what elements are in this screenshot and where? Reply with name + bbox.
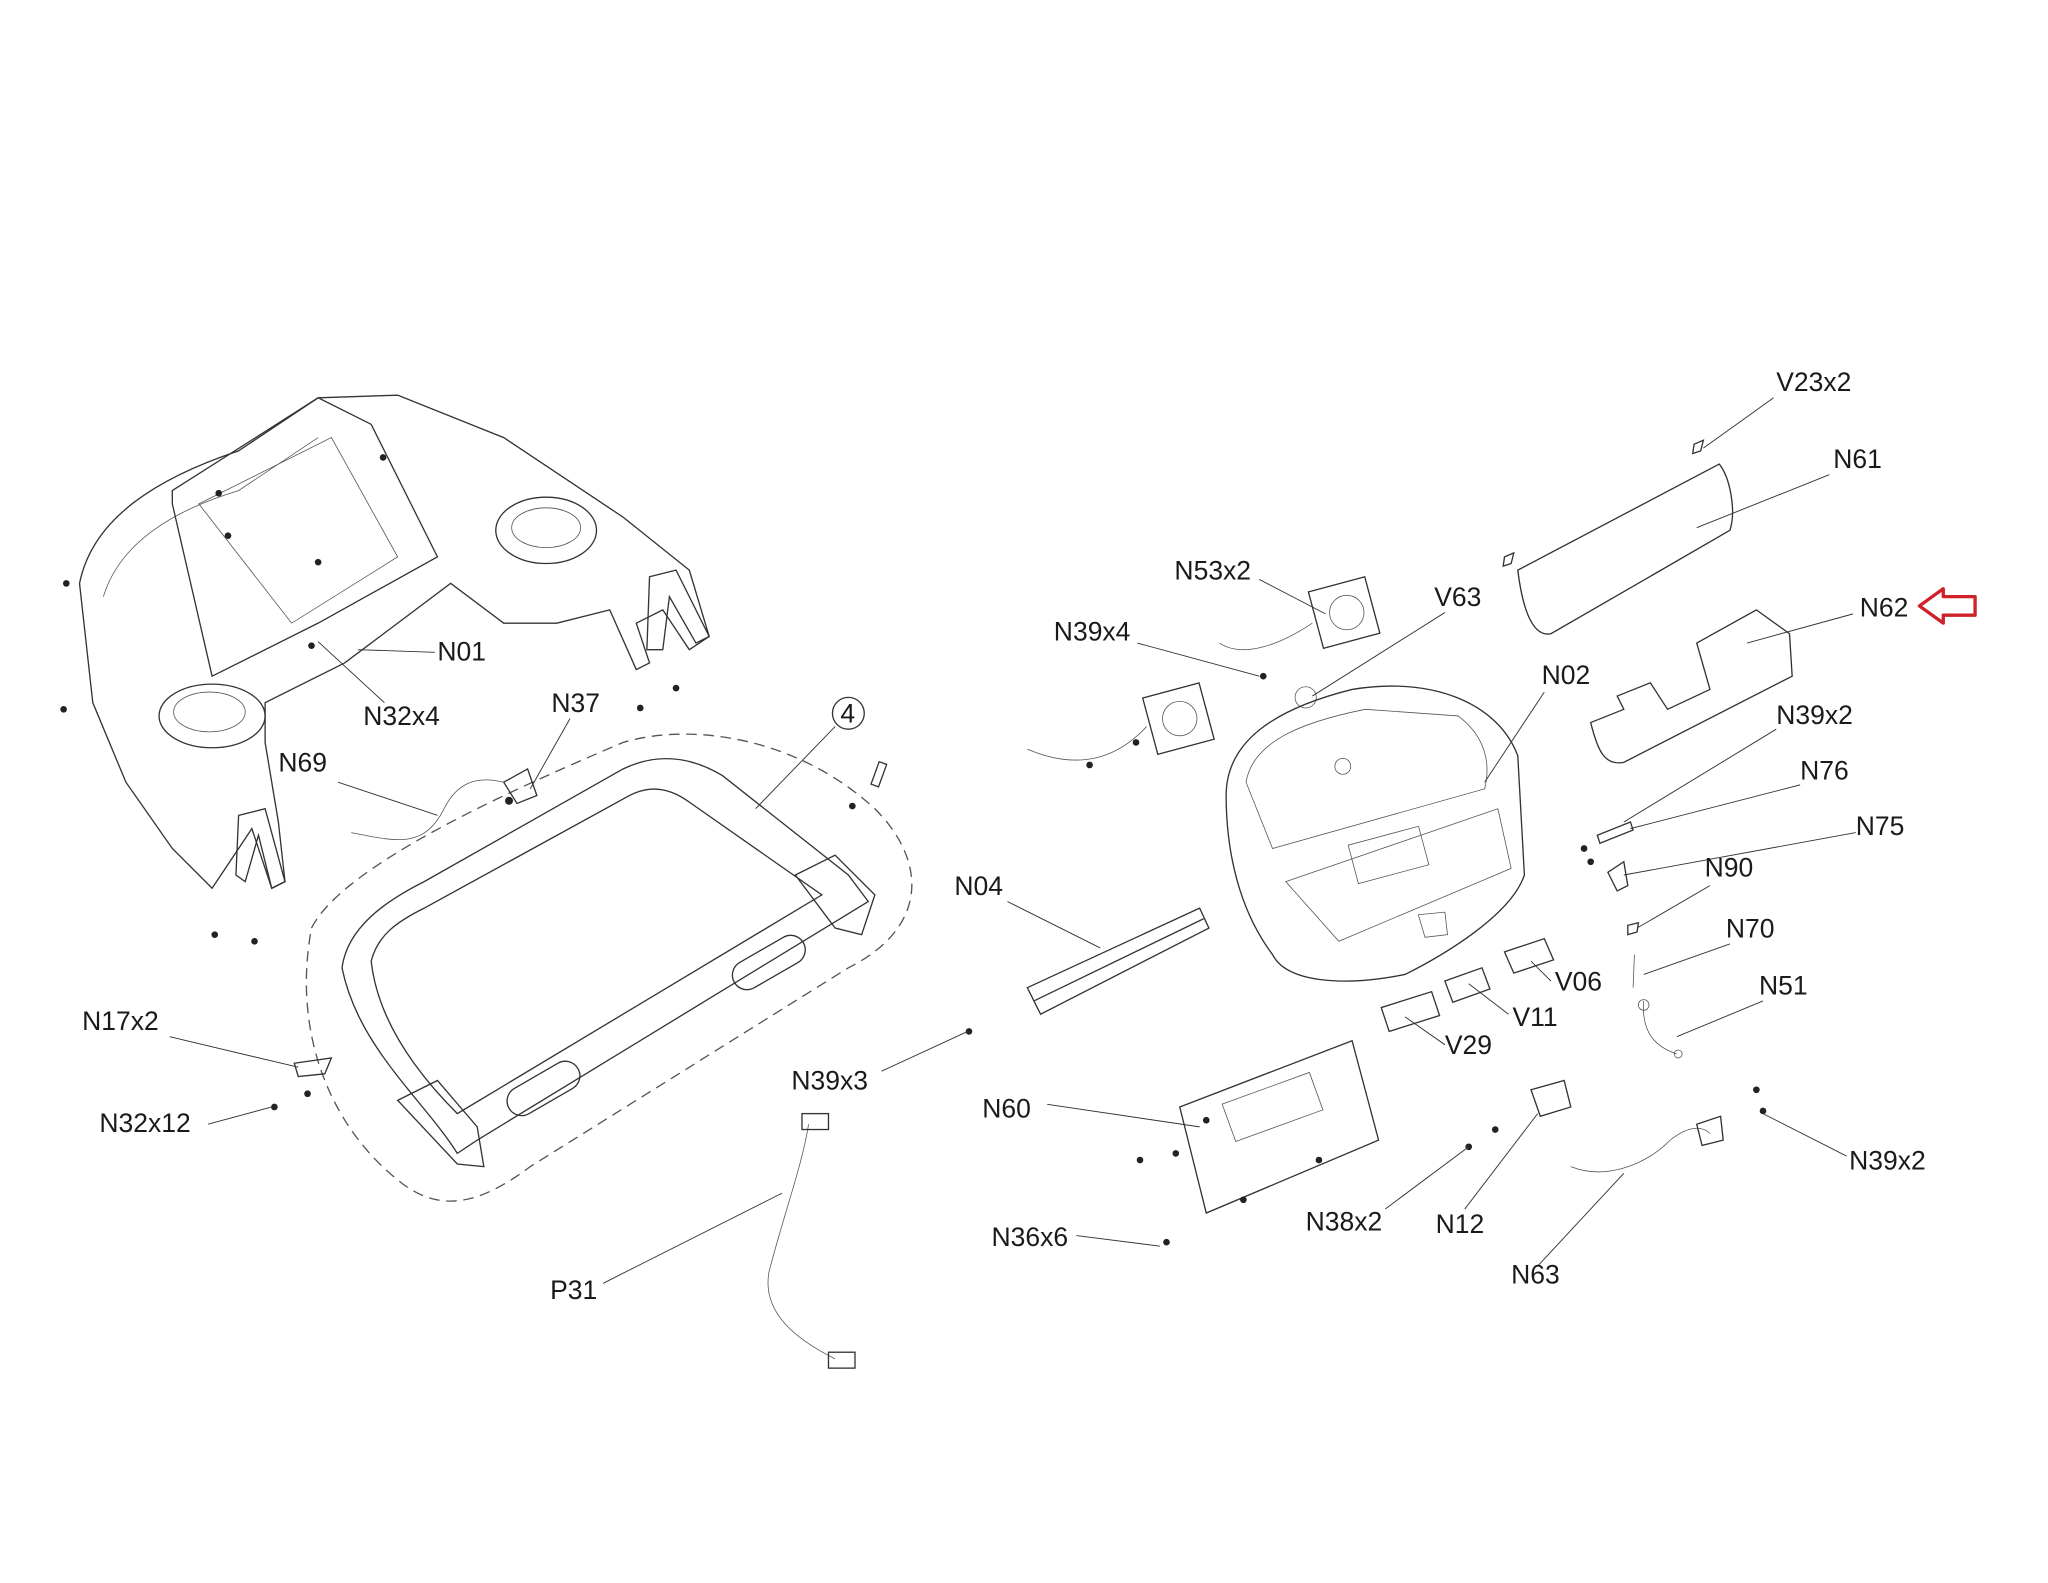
callout-n04: N04 [954,871,1003,901]
callout-n75: N75 [1856,811,1905,841]
callout-assembly-4: 4 [840,699,855,729]
callout-n17x2: N17x2 [82,1006,159,1036]
bracket-n17 [271,1057,333,1111]
callout-v63: V63 [1434,582,1481,612]
callout-n39x2-top: N39x2 [1776,700,1853,730]
callout-n32x12: N32x12 [99,1108,190,1138]
overlay-n61 [1517,463,1734,635]
callout-v06: V06 [1555,966,1602,996]
handlebar-frame-assembly-4 [305,733,913,1202]
connector-icon [801,1112,830,1131]
callout-n32x4: N32x4 [363,701,440,731]
callout-n69: N69 [278,748,327,778]
cable-p31 [767,1124,836,1360]
board-n60 [1136,1039,1380,1246]
connector-icon [827,1351,856,1369]
leader-lines [169,397,1856,1284]
callout-n62: N62 [1860,593,1909,623]
callout-p31: P31 [550,1275,597,1305]
callout-v23x2: V23x2 [1776,367,1851,397]
left-arrow-outline-icon [1917,587,1977,625]
callout-n12: N12 [1436,1209,1485,1239]
callout-n36x6: N36x6 [992,1222,1069,1252]
part-v63 [1294,686,1317,709]
overlay-n62 [1589,609,1793,764]
callout-n39x3: N39x3 [791,1066,868,1096]
callout-n61: N61 [1833,444,1882,474]
decal-v23 [1691,439,1705,455]
callout-n60: N60 [982,1094,1031,1124]
callout-n38x2: N38x2 [1306,1206,1383,1236]
small-parts-right [1380,821,1683,1059]
speaker-n53 [1027,576,1381,769]
callout-n90: N90 [1705,852,1754,882]
cable-n69 [351,779,504,840]
callout-n02: N02 [1542,660,1591,690]
callout-n39x2-bottom: N39x2 [1849,1145,1926,1175]
callout-v11: V11 [1512,1002,1557,1032]
callout-n01: N01 [437,636,486,666]
cable-n63 [1570,1086,1767,1173]
callout-n39x4: N39x4 [1054,616,1131,646]
callout-n76: N76 [1800,756,1849,786]
part-n04 [965,907,1210,1035]
callout-n53x2: N53x2 [1174,555,1251,585]
callout-n51: N51 [1759,970,1808,1000]
callout-n63: N63 [1511,1259,1560,1289]
assembly-number-circle [831,696,865,730]
screw-icon [60,454,680,945]
callout-n37: N37 [551,688,600,718]
decal-v23 [1502,551,1515,568]
console-shroud-n01 [60,394,711,945]
callout-n70: N70 [1726,913,1775,943]
callout-v29: V29 [1445,1030,1492,1060]
console-n02 [1225,685,1526,982]
